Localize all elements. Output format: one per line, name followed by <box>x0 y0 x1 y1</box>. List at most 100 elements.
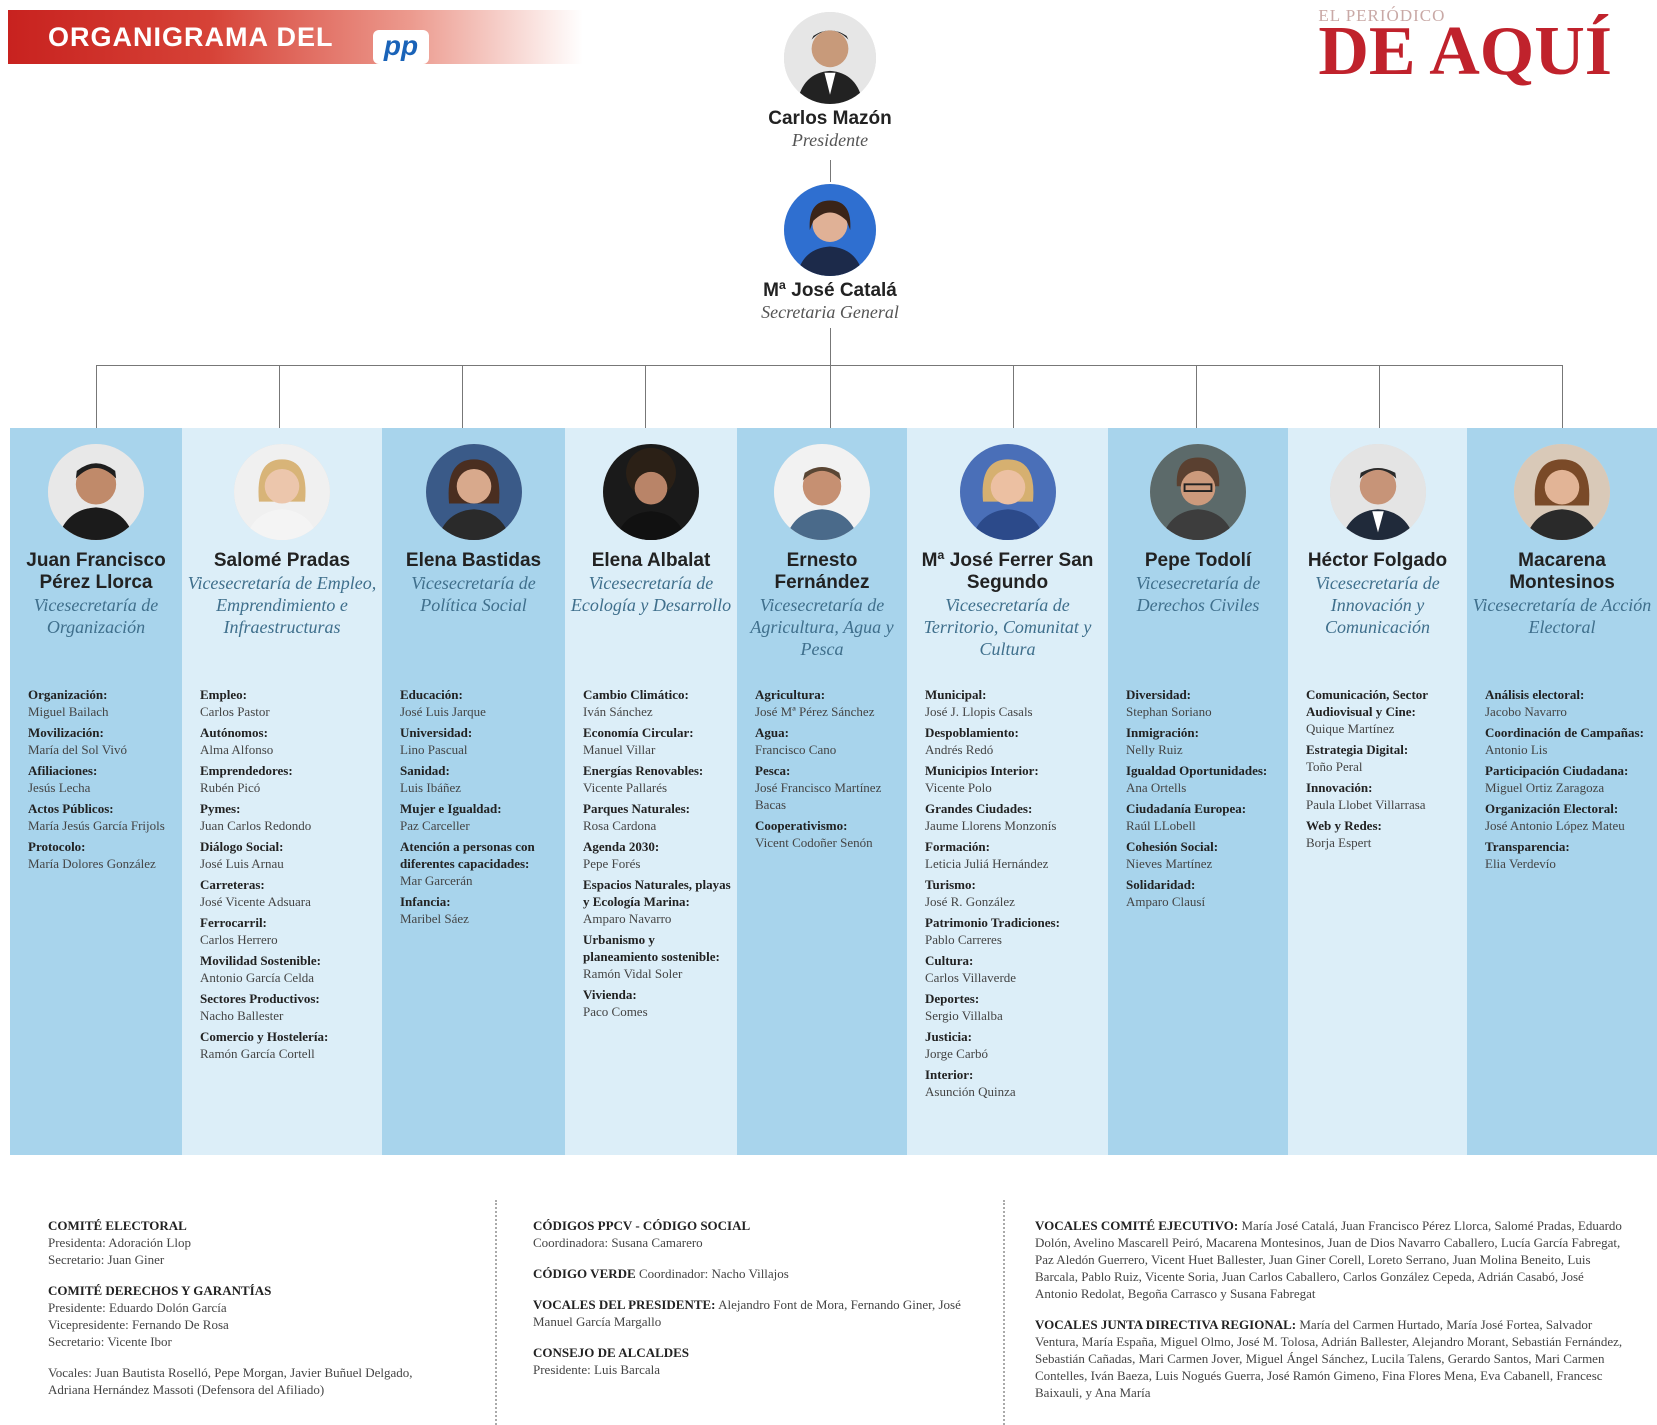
president-node: Carlos Mazón Presidente <box>680 12 980 151</box>
area-person: Vicente Polo <box>925 780 992 795</box>
area-person: Ramón García Cortell <box>200 1046 315 1061</box>
vicesecretary-role: Vicesecretaría de Innovación y Comunicac… <box>1315 573 1440 637</box>
area-person: Paz Carceller <box>400 818 470 833</box>
vicesecretary-name: Mª José Ferrer San Segundo <box>921 550 1094 593</box>
footer-line: Coordinador: Nacho Villajos <box>638 1266 789 1281</box>
area-person: Pepe Forés <box>583 856 641 871</box>
area-label: Sectores Productivos: <box>200 991 320 1006</box>
area-label: Energías Renovables: <box>583 763 704 778</box>
area-label: Universidad: <box>400 725 473 740</box>
publication-masthead: EL PERIÓDICO DE AQUÍ <box>1318 6 1612 90</box>
area-label: Emprendedores: <box>200 763 293 778</box>
footer-column-committees: COMITÉ ELECTORAL Presidenta: Adoración L… <box>48 1217 443 1412</box>
connector-line <box>830 160 831 182</box>
area-label: Educación: <box>400 687 463 702</box>
footer-line: Secretario: Vicente Ibor <box>48 1334 172 1349</box>
area-item: Universidad: Lino Pascual <box>400 724 559 758</box>
area-item: Sectores Productivos:Nacho Ballester <box>200 990 376 1024</box>
area-item: Atención a personas con diferentes capac… <box>400 838 559 889</box>
area-person: Pablo Carreres <box>925 932 1002 947</box>
banner-title: ORGANIGRAMA DEL <box>48 22 334 52</box>
area-item: Ferrocarril:Carlos Herrero <box>200 914 376 948</box>
area-person: Rubén Picó <box>200 780 261 795</box>
area-item: Infancia:Maribel Sáez <box>400 893 559 927</box>
area-item: Empleo:Carlos Pastor <box>200 686 376 720</box>
connector-line <box>1196 365 1197 428</box>
area-person: Jesús Lecha <box>28 780 91 795</box>
area-person: María Jesús García Frijols <box>28 818 165 833</box>
vicesecretary-photo <box>1329 444 1426 540</box>
footer-line: María José Catalá, Juan Francisco Pérez … <box>1035 1218 1622 1301</box>
area-list: Comunicación, Sector Audiovisual y Cine:… <box>1306 686 1461 855</box>
area-label: Mujer e Igualdad: <box>400 801 502 816</box>
area-item: Protocolo:María Dolores González <box>28 838 176 872</box>
area-label: Empleo: <box>200 687 247 702</box>
area-list: Organización:Miguel Bailach Movilización… <box>28 686 176 876</box>
footer-block-title: CONSEJO DE ALCALDES <box>533 1345 690 1360</box>
footer-line: Presidente: Eduardo Dolón García <box>48 1300 227 1315</box>
pp-logo-icon: pp <box>373 30 429 64</box>
area-list: Educación:José Luis Jarque Universidad:L… <box>400 686 559 931</box>
area-item: Web y Redes:Borja Espert <box>1306 817 1461 851</box>
area-item: Diversidad:Stephan Soriano <box>1126 686 1282 720</box>
area-person: Mar Garcerán <box>400 873 473 888</box>
vicesecretary-role: Vicesecretaría de Ecología y Desarrollo <box>570 573 732 615</box>
area-label: Comercio y Hostelería: <box>200 1029 329 1044</box>
vicesecretary-role: Vicesecretaría de Agricultura, Agua y Pe… <box>750 595 894 659</box>
area-person: Francisco Cano <box>755 742 837 757</box>
footer-line: Presidente: Luis Barcala <box>533 1362 661 1377</box>
masthead-title: DE AQUÍ <box>1318 13 1612 90</box>
connector-line <box>830 328 831 428</box>
area-item: Agua:Francisco Cano <box>755 724 901 758</box>
area-label: Solidaridad: <box>1126 877 1196 892</box>
area-person: Vicente Pallarés <box>583 780 668 795</box>
vicesecretary-role: Vicesecretaría de Organización <box>33 595 159 637</box>
area-person: Carlos Herrero <box>200 932 278 947</box>
vicesecretary-column: Elena Albalat Vicesecretaría de Ecología… <box>565 428 737 1155</box>
area-person: Jaume Llorens Monzonís <box>925 818 1057 833</box>
area-person: Paco Comes <box>583 1004 648 1019</box>
area-list: Empleo:Carlos Pastor Autónomos:Alma Alfo… <box>200 686 376 1066</box>
area-person: María del Sol Vivó <box>28 742 127 757</box>
footer-block-title: CÓDIGOS PPCV - CÓDIGO SOCIAL <box>533 1218 751 1233</box>
footer-block: CÓDIGO VERDE Coordinador: Nacho Villajos <box>533 1265 973 1282</box>
vicesecretary-photo <box>1514 444 1610 540</box>
area-label: Economía Circular: <box>583 725 694 740</box>
area-item: Estrategia Digital:Toño Peral <box>1306 741 1461 775</box>
area-person: Amparo Navarro <box>583 911 672 926</box>
area-item: Energías Renovables: Vicente Pallarés <box>583 762 731 796</box>
area-item: Cooperativismo:Vicent Codoñer Senón <box>755 817 901 851</box>
area-label: Interior: <box>925 1067 974 1082</box>
area-person: Jorge Carbó <box>925 1046 988 1061</box>
area-item: Afiliaciones:Jesús Lecha <box>28 762 176 796</box>
area-item: Cultura:Carlos Villaverde <box>925 952 1102 986</box>
area-person: Alma Alfonso <box>200 742 274 757</box>
vicesecretary-role: Vicesecretaría de Política Social <box>411 573 536 615</box>
footer-line: Presidenta: Adoración Llop <box>48 1235 191 1250</box>
area-person: Vicent Codoñer Senón <box>755 835 873 850</box>
footer-block: CÓDIGOS PPCV - CÓDIGO SOCIAL Coordinador… <box>533 1217 973 1251</box>
footer-line: Alejandro Font de Mora, Fernando Giner, … <box>533 1297 961 1329</box>
area-label: Estrategia Digital: <box>1306 742 1409 757</box>
area-item: Pesca:José Francisco Martínez Bacas <box>755 762 901 813</box>
area-item: Carreteras:José Vicente Adsuara <box>200 876 376 910</box>
vicesecretary-name: Salomé Pradas <box>213 550 351 571</box>
area-label: Análisis electoral: <box>1485 687 1585 702</box>
footer-block: VOCALES DEL PRESIDENTE: Alejandro Font d… <box>533 1296 973 1330</box>
vicesecretary-photo <box>603 444 699 540</box>
vicesecretary-column: Salomé Pradas Vicesecretaría de Empleo, … <box>182 428 382 1155</box>
secretary-name: Mª José Catalá <box>763 280 897 301</box>
area-item: Parques Naturales:Rosa Cardona <box>583 800 731 834</box>
area-label: Movilidad Sostenible: <box>200 953 321 968</box>
area-person: Lino Pascual <box>400 742 468 757</box>
area-item: Transparencia:Elia Verdevío <box>1485 838 1651 872</box>
vicesecretary-photo <box>959 444 1056 540</box>
area-list: Análisis electoral:Jacobo Navarro Coordi… <box>1485 686 1651 876</box>
connector-line <box>1562 365 1563 428</box>
vicesecretary-column: Pepe Todolí Vicesecretaría de Derechos C… <box>1108 428 1288 1155</box>
vicesecretaries-row: Juan Francisco Pérez Llorca Vicesecretar… <box>10 428 1657 1155</box>
area-item: Formación:Leticia Juliá Hernández <box>925 838 1102 872</box>
area-label: Cambio Climático: <box>583 687 689 702</box>
area-person: José Luis Arnau <box>200 856 284 871</box>
vicesecretary-column: Juan Francisco Pérez Llorca Vicesecretar… <box>10 428 182 1155</box>
